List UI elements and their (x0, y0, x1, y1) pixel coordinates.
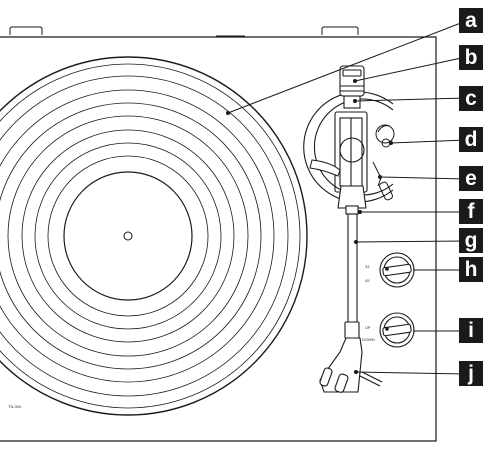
callout-a: a (459, 8, 483, 33)
lift-lower-text: DOWN (362, 337, 375, 342)
model-text: TN-300 (8, 404, 22, 409)
arm-rest (309, 159, 341, 177)
callout-d-text: d (465, 128, 478, 151)
speed-upper-text: 33 (365, 264, 370, 269)
callout-g-text: g (465, 229, 478, 252)
callout-g: g (459, 228, 483, 253)
plinth-outline (0, 36, 437, 442)
lift-knob[interactable] (379, 312, 415, 348)
speed-lower-text: 45 (365, 278, 370, 283)
leader-dots (226, 79, 393, 374)
lift-upper-text: UP (365, 325, 371, 330)
callout-h-text: h (465, 258, 478, 281)
callout-e: e (459, 166, 483, 191)
callout-j: j (459, 361, 483, 386)
callout-d: d (459, 127, 483, 152)
callout-b-text: b (465, 46, 478, 69)
callout-c-text: c (465, 87, 477, 110)
tonearm-tube (344, 213, 360, 339)
callout-j-text: j (467, 362, 474, 385)
counterweight (339, 65, 365, 109)
headshell (319, 337, 383, 393)
callout-h: h (459, 257, 483, 282)
callout-f: f (459, 199, 483, 224)
callout-i-text: i (468, 319, 474, 342)
callout-f-text: f (468, 200, 476, 223)
callout-i: i (459, 318, 483, 343)
platter (0, 56, 308, 416)
callout-c: c (459, 86, 483, 111)
arm-lift (372, 161, 393, 201)
tonearm-pivot (337, 185, 367, 215)
speed-knob[interactable] (379, 252, 415, 288)
hinge-left (9, 26, 43, 35)
callout-a-text: a (465, 9, 477, 32)
callout-e-text: e (465, 167, 477, 190)
hinge-right (321, 26, 359, 35)
callout-b: b (459, 45, 483, 70)
leader-lines (227, 20, 467, 375)
